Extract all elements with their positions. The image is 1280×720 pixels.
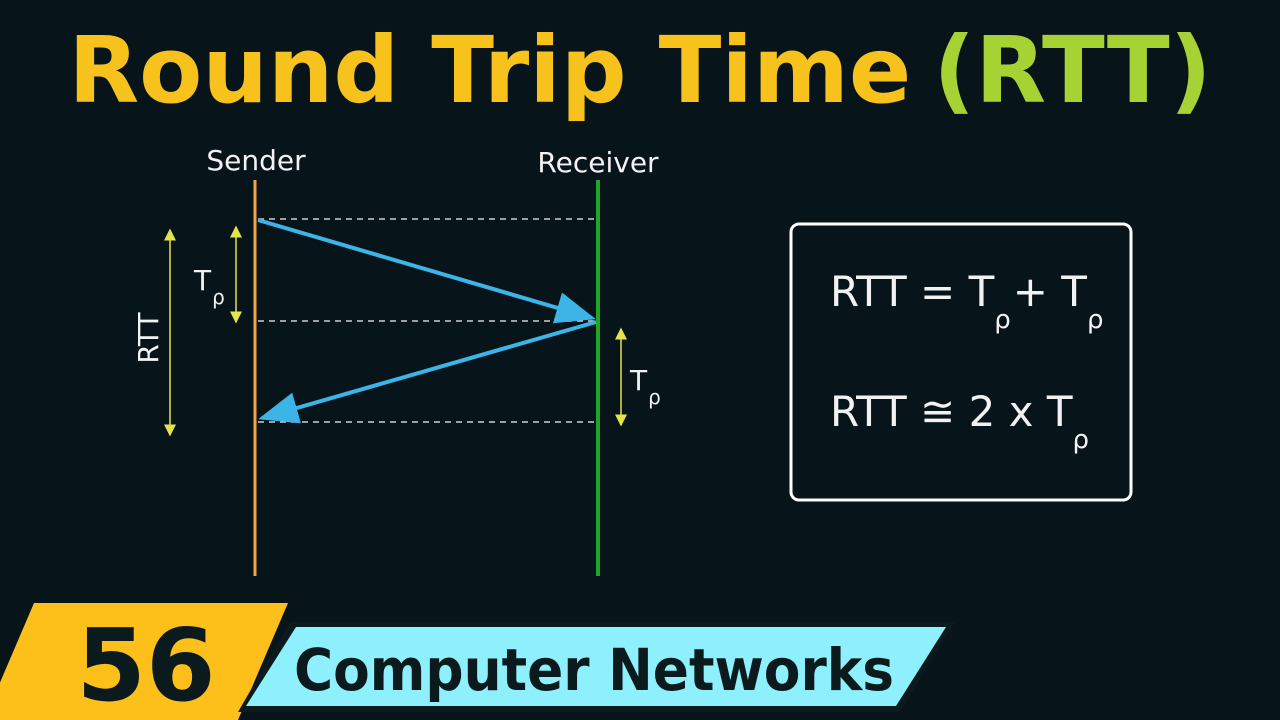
series-title: Computer Networks	[294, 636, 894, 704]
request-arrow	[257, 218, 596, 324]
title-abbr: (RTT)	[933, 17, 1211, 124]
episode-number: 56	[76, 607, 215, 720]
formula-sum-sub1: ρ	[994, 305, 1011, 335]
reply-arrow	[258, 320, 597, 424]
formula-approx: RTT ≅ 2 x Tρ	[830, 387, 1089, 455]
tp-return-t: T	[629, 364, 648, 397]
title-main: Round Trip Time	[68, 17, 911, 124]
formula-sum: RTT = Tρ+ Tρ	[830, 267, 1103, 335]
episode-number-badge	[0, 603, 288, 720]
tp-forward-t: T	[193, 264, 212, 297]
tp-return-label: Tρ	[629, 364, 661, 409]
formula-sum-sub2: ρ	[1087, 305, 1104, 335]
receiver-label: Receiver	[537, 146, 659, 179]
rtt-label: RTT	[132, 312, 165, 364]
formula-sum-mid: + T	[1013, 267, 1088, 316]
formula-sum-lhs: RTT = T	[830, 267, 995, 316]
time-guides	[258, 218, 596, 423]
tp-forward-sub: ρ	[212, 285, 225, 309]
formula-approx-lhs: RTT ≅ 2 x T	[830, 387, 1073, 436]
sender-label: Sender	[206, 144, 306, 177]
tp-return-sub: ρ	[648, 385, 661, 409]
page-title: Round Trip Time(RTT)	[68, 17, 1211, 124]
formula-approx-sub: ρ	[1073, 425, 1090, 455]
series-banner	[246, 627, 946, 706]
tp-forward-label: Tρ	[193, 264, 225, 309]
formula-box	[789, 222, 1133, 502]
